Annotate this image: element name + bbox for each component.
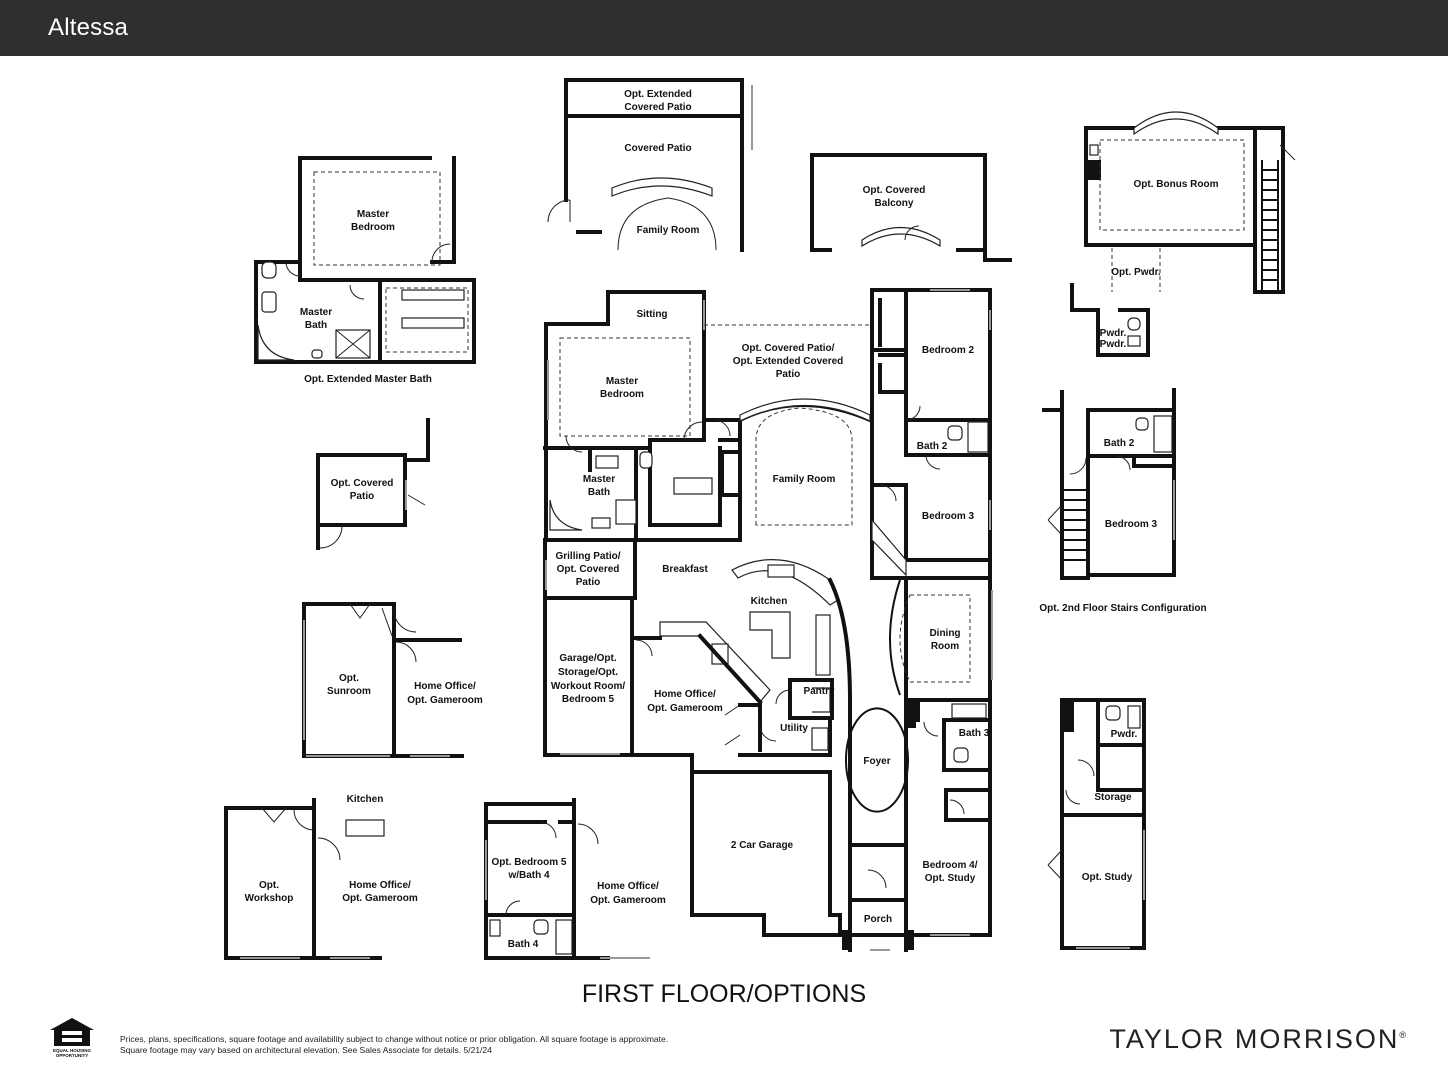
brand-name: TAYLOR MORRISON xyxy=(1109,1024,1400,1054)
label-bedroom-4-2: Opt. Study xyxy=(925,873,976,884)
label-bedroom-2: Bedroom 2 xyxy=(922,345,975,356)
label-master-bath-opt: Master xyxy=(300,307,332,318)
label-opt-sunroom: Opt. xyxy=(339,673,359,684)
label-foyer: Foyer xyxy=(863,756,890,767)
label-dining-room-2: Room xyxy=(931,641,959,652)
plan-bedroom5 xyxy=(484,798,650,960)
room-labels: Opt. Extended Covered Patio Covered Pati… xyxy=(245,89,1219,950)
label-home-office-b5: Home Office/ xyxy=(597,881,659,892)
label-grilling-patio: Grilling Patio/ xyxy=(555,551,620,562)
label-garage-storage-3: Workout Room/ xyxy=(551,681,625,692)
label-opt-sunroom-2: Sunroom xyxy=(327,686,371,697)
label-bedroom-4: Bedroom 4/ xyxy=(922,860,977,871)
label-utility: Utility xyxy=(780,723,808,734)
equal-housing-line-2: OPPORTUNITY xyxy=(55,1053,89,1058)
label-master-bath-opt-2: Bath xyxy=(305,320,327,331)
label-opt-bedroom-5: Opt. Bedroom 5 xyxy=(491,857,566,868)
label-garage-storage-4: Bedroom 5 xyxy=(562,694,615,705)
label-opt-covered-patio-left-2: Patio xyxy=(350,491,374,502)
label-porch: Porch xyxy=(864,914,892,925)
label-opt-bonus-room: Opt. Bonus Room xyxy=(1134,179,1219,190)
page-title: Altessa xyxy=(48,14,129,41)
registered-mark: ® xyxy=(1399,1030,1408,1040)
label-pwdr-small-2: Pwdr. xyxy=(1100,339,1127,350)
label-storage: Storage xyxy=(1094,792,1132,803)
label-pwdr-small: Pwdr. xyxy=(1100,328,1127,339)
label-opt-covered-patio-main: Opt. Covered Patio/ xyxy=(742,343,835,354)
label-sitting: Sitting xyxy=(636,309,667,320)
equal-housing-icon xyxy=(50,1018,94,1046)
label-opt-covered-balcony-2: Balcony xyxy=(875,198,914,209)
label-family-room-top: Family Room xyxy=(637,225,700,236)
label-bedroom-3-alt: Bedroom 3 xyxy=(1105,519,1158,530)
label-bath-2-alt: Bath 2 xyxy=(1104,438,1135,449)
label-master-bedroom-opt-2: Bedroom xyxy=(351,222,395,233)
label-opt-covered-balcony: Opt. Covered xyxy=(863,185,926,196)
disclaimer: Prices, plans, specifications, square fo… xyxy=(120,1034,760,1056)
brand-logo: TAYLOR MORRISON® xyxy=(1109,1024,1408,1055)
label-grilling-patio-3: Patio xyxy=(576,577,600,588)
label-garage-storage-2: Storage/Opt. xyxy=(558,667,618,678)
plan-ext-master-bath xyxy=(254,156,476,364)
label-master-bedroom: Master xyxy=(606,376,638,387)
label-bath-4: Bath 4 xyxy=(508,939,539,950)
label-opt-ext-covered-patio-top-2: Covered Patio xyxy=(624,102,691,113)
disclaimer-line-2: Square footage may vary based on archite… xyxy=(120,1045,492,1055)
plan-opt-study xyxy=(1047,698,1146,950)
label-opt-study: Opt. Study xyxy=(1082,872,1133,883)
plan-top-patio xyxy=(547,78,753,252)
plan-top-balcony xyxy=(810,153,1012,262)
equal-housing-text: EQUAL HOUSING OPPORTUNITY xyxy=(42,1048,102,1058)
label-master-bedroom-opt: Master xyxy=(357,209,389,220)
disclaimer-line-1: Prices, plans, specifications, square fo… xyxy=(120,1034,669,1044)
label-bath-3: Bath 3 xyxy=(959,728,990,739)
label-family-room-main: Family Room xyxy=(773,474,836,485)
plan-2nd-floor-stairs xyxy=(1042,388,1176,580)
label-opt-covered-patio-left: Opt. Covered xyxy=(331,478,394,489)
label-home-office-sunroom-2: Opt. Gameroom xyxy=(407,695,483,706)
label-home-office-main-2: Opt. Gameroom xyxy=(647,703,723,714)
label-covered-patio-top: Covered Patio xyxy=(624,143,691,154)
label-opt-covered-patio-main-2: Opt. Extended Covered xyxy=(733,356,844,367)
label-grilling-patio-2: Opt. Covered xyxy=(557,564,620,575)
label-home-office-main: Home Office/ xyxy=(654,689,716,700)
label-opt-workshop: Opt. xyxy=(259,880,279,891)
label-home-office-b5-2: Opt. Gameroom xyxy=(590,895,666,906)
plan-bonus-room xyxy=(1070,111,1296,357)
label-home-office-ws: Home Office/ xyxy=(349,880,411,891)
label-opt-covered-patio-main-3: Patio xyxy=(776,369,800,380)
label-pantry: Pantry xyxy=(803,686,835,697)
label-kitchen-ws: Kitchen xyxy=(347,794,384,805)
label-dining-room: Dining xyxy=(929,628,960,639)
label-master-bath: Master xyxy=(583,474,615,485)
label-opt-workshop-2: Workshop xyxy=(245,893,294,904)
title-bar: Altessa xyxy=(0,0,1448,56)
label-bath-2: Bath 2 xyxy=(917,441,948,452)
plan-title: FIRST FLOOR/OPTIONS xyxy=(581,980,867,1008)
label-two-car-garage: 2 Car Garage xyxy=(731,840,794,851)
plan-sunroom xyxy=(302,602,464,758)
label-pwdr-study: Pwdr. xyxy=(1111,729,1138,740)
label-bedroom-3: Bedroom 3 xyxy=(922,511,975,522)
plan-workshop xyxy=(224,798,385,960)
label-opt-pwdr-upper: Opt. Pwdr. xyxy=(1111,267,1161,278)
label-opt-2nd-floor-stairs: Opt. 2nd Floor Stairs Configuration xyxy=(1039,603,1206,614)
label-master-bedroom-2: Bedroom xyxy=(600,389,644,400)
plan-covered-patio-left xyxy=(316,418,430,550)
label-home-office-ws-2: Opt. Gameroom xyxy=(342,893,418,904)
label-garage-storage: Garage/Opt. xyxy=(559,653,616,664)
label-opt-extended-master-bath: Opt. Extended Master Bath xyxy=(304,374,432,385)
label-breakfast: Breakfast xyxy=(662,564,708,575)
label-master-bath-2: Bath xyxy=(588,487,610,498)
label-kitchen-main: Kitchen xyxy=(751,596,788,607)
label-opt-ext-covered-patio-top: Opt. Extended xyxy=(624,89,692,100)
equal-housing-line-1: EQUAL HOUSING xyxy=(53,1048,91,1053)
label-home-office-sunroom: Home Office/ xyxy=(414,681,476,692)
label-opt-bedroom-5-2: w/Bath 4 xyxy=(507,870,550,881)
plan-main-core xyxy=(543,538,992,952)
